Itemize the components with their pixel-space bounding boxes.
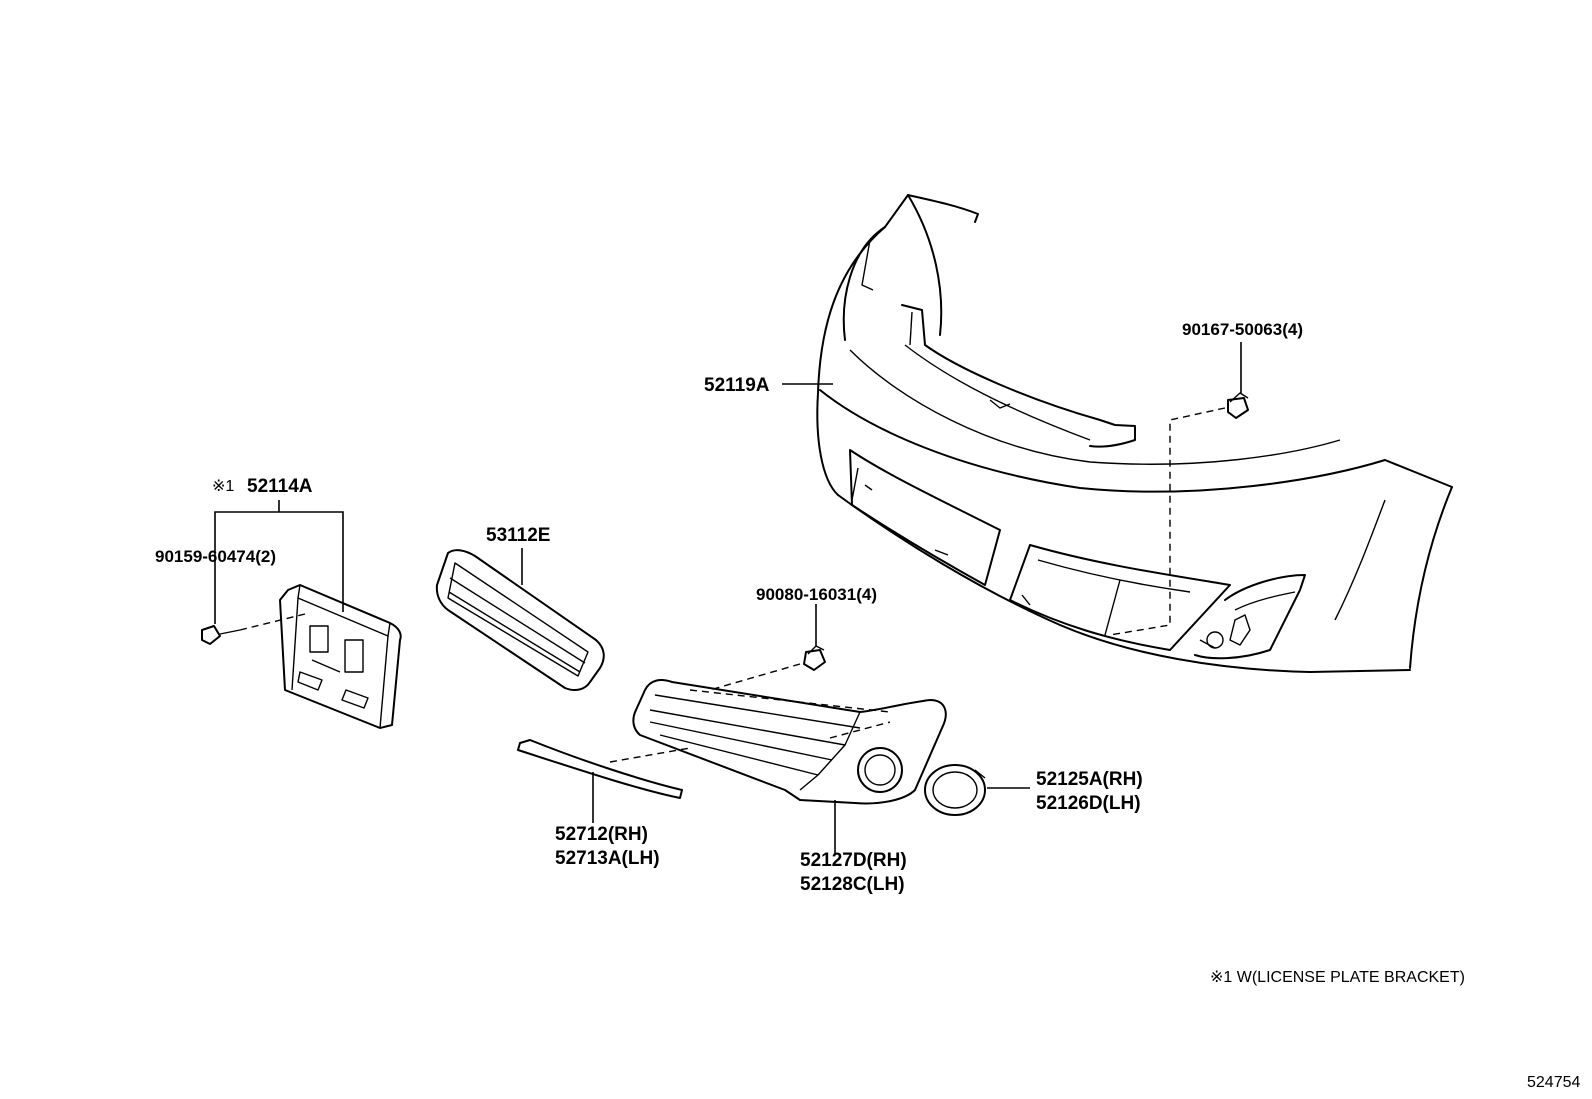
fog-lamp-cover [924, 764, 1030, 816]
label-upper-grille: 53112E [486, 525, 550, 546]
license-plate-bracket [279, 584, 402, 729]
lower-grille [632, 679, 947, 855]
label-molding-lh: 52713A(LH) [555, 848, 660, 869]
label-plate-screw: 90159-60474(2) [155, 547, 276, 566]
bumper-clip [1109, 342, 1249, 636]
label-lower-grille-rh: 52127D(RH) [800, 850, 907, 871]
label-grille-clip: 90080-16031(4) [756, 585, 877, 604]
label-fog-cover-rh: 52125A(RH) [1036, 769, 1143, 790]
plate-screw [201, 520, 306, 645]
diagram-id: 524754 [1527, 1074, 1580, 1091]
label-bumper-clip: 90167-50063(4) [1182, 320, 1303, 339]
molding-strip [517, 739, 691, 823]
label-fog-cover-lh: 52126D(LH) [1036, 793, 1141, 814]
label-lower-grille-lh: 52128C(LH) [800, 874, 905, 895]
footnote: ※1 W(LICENSE PLATE BRACKET) [1210, 969, 1465, 986]
label-note-mark: ※1 [212, 478, 234, 495]
bumper-cover [816, 194, 1453, 673]
grille-clip [709, 604, 826, 691]
label-molding-rh: 52712(RH) [555, 824, 648, 845]
upper-grille [435, 548, 605, 691]
label-bumper-cover: 52119A [704, 375, 770, 396]
label-plate-bracket: 52114A [247, 476, 313, 497]
